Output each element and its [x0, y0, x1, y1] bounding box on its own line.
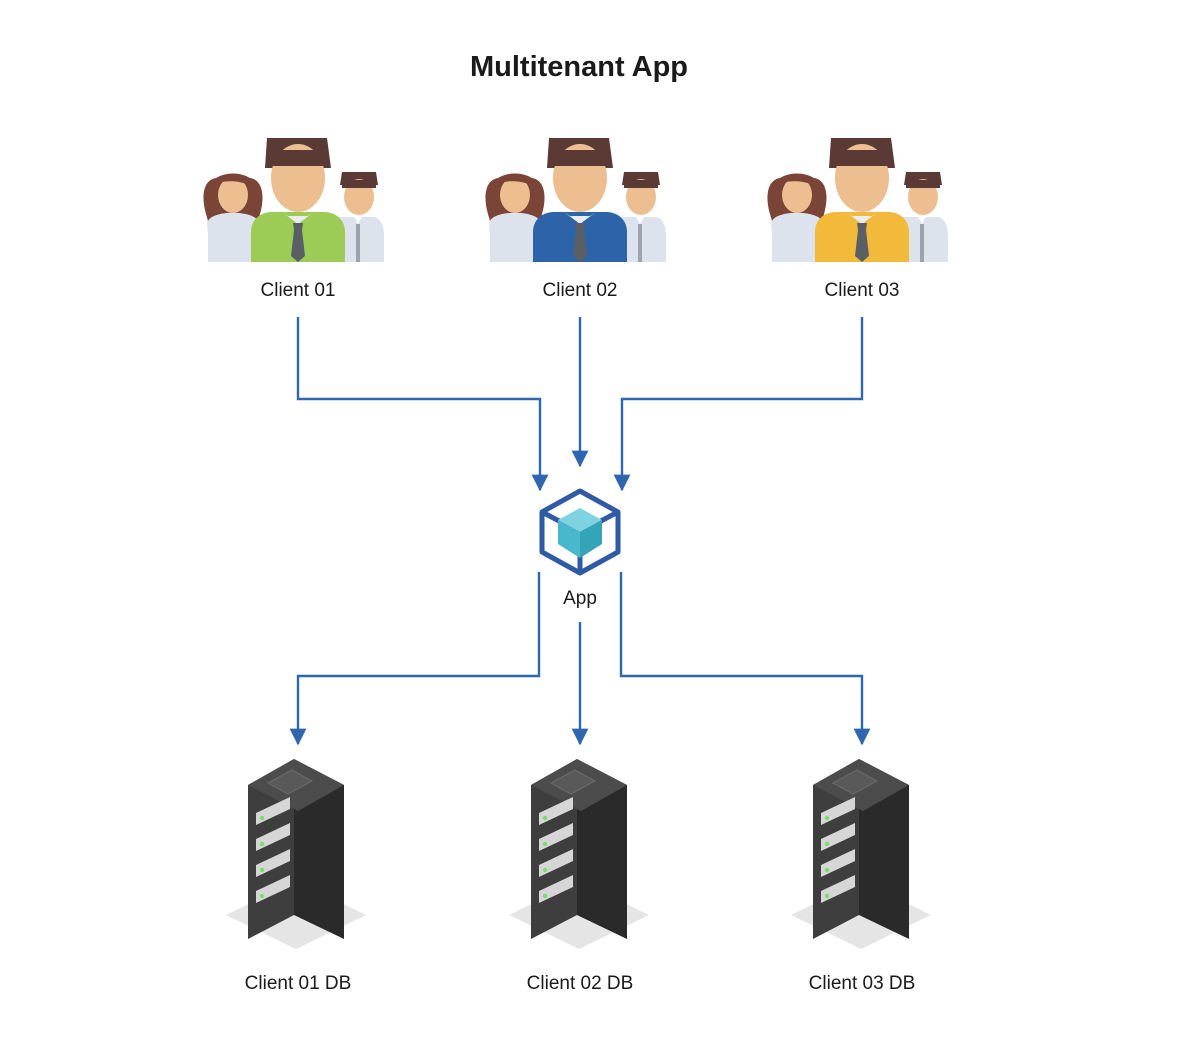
- db-node-02: Client 02 DB: [508, 758, 650, 994]
- server-icon: [225, 758, 367, 950]
- app-to-db-connectors: [289, 572, 871, 746]
- client-node-01: Client 01: [203, 138, 384, 301]
- db-node-03: Client 03 DB: [790, 758, 932, 994]
- client-to-app-connectors: [296, 317, 864, 492]
- db-label: Client 01 DB: [245, 973, 352, 994]
- client-label: Client 03: [825, 280, 900, 301]
- user-group-icon: [203, 138, 384, 262]
- edge-client-01-to-app: [296, 317, 549, 492]
- server-icon: [508, 758, 650, 950]
- edge-app-to-client-01-db: [289, 572, 541, 746]
- db-node-01: Client 01 DB: [225, 758, 367, 994]
- app-label: App: [563, 588, 597, 609]
- server-icon: [790, 758, 932, 950]
- db-label: Client 03 DB: [809, 973, 916, 994]
- user-group-icon: [767, 138, 948, 262]
- page-title: Multitenant App: [470, 51, 688, 83]
- user-group-icon: [485, 138, 666, 262]
- edge-app-to-client-03-db: [619, 572, 871, 746]
- db-label: Client 02 DB: [527, 973, 634, 994]
- app-node: App: [539, 488, 621, 609]
- cube-icon: [539, 488, 621, 576]
- client-label: Client 02: [543, 280, 618, 301]
- client-label: Client 01: [261, 280, 336, 301]
- client-node-03: Client 03: [767, 138, 948, 301]
- edge-client-03-to-app: [613, 317, 864, 492]
- client-node-02: Client 02: [485, 138, 666, 301]
